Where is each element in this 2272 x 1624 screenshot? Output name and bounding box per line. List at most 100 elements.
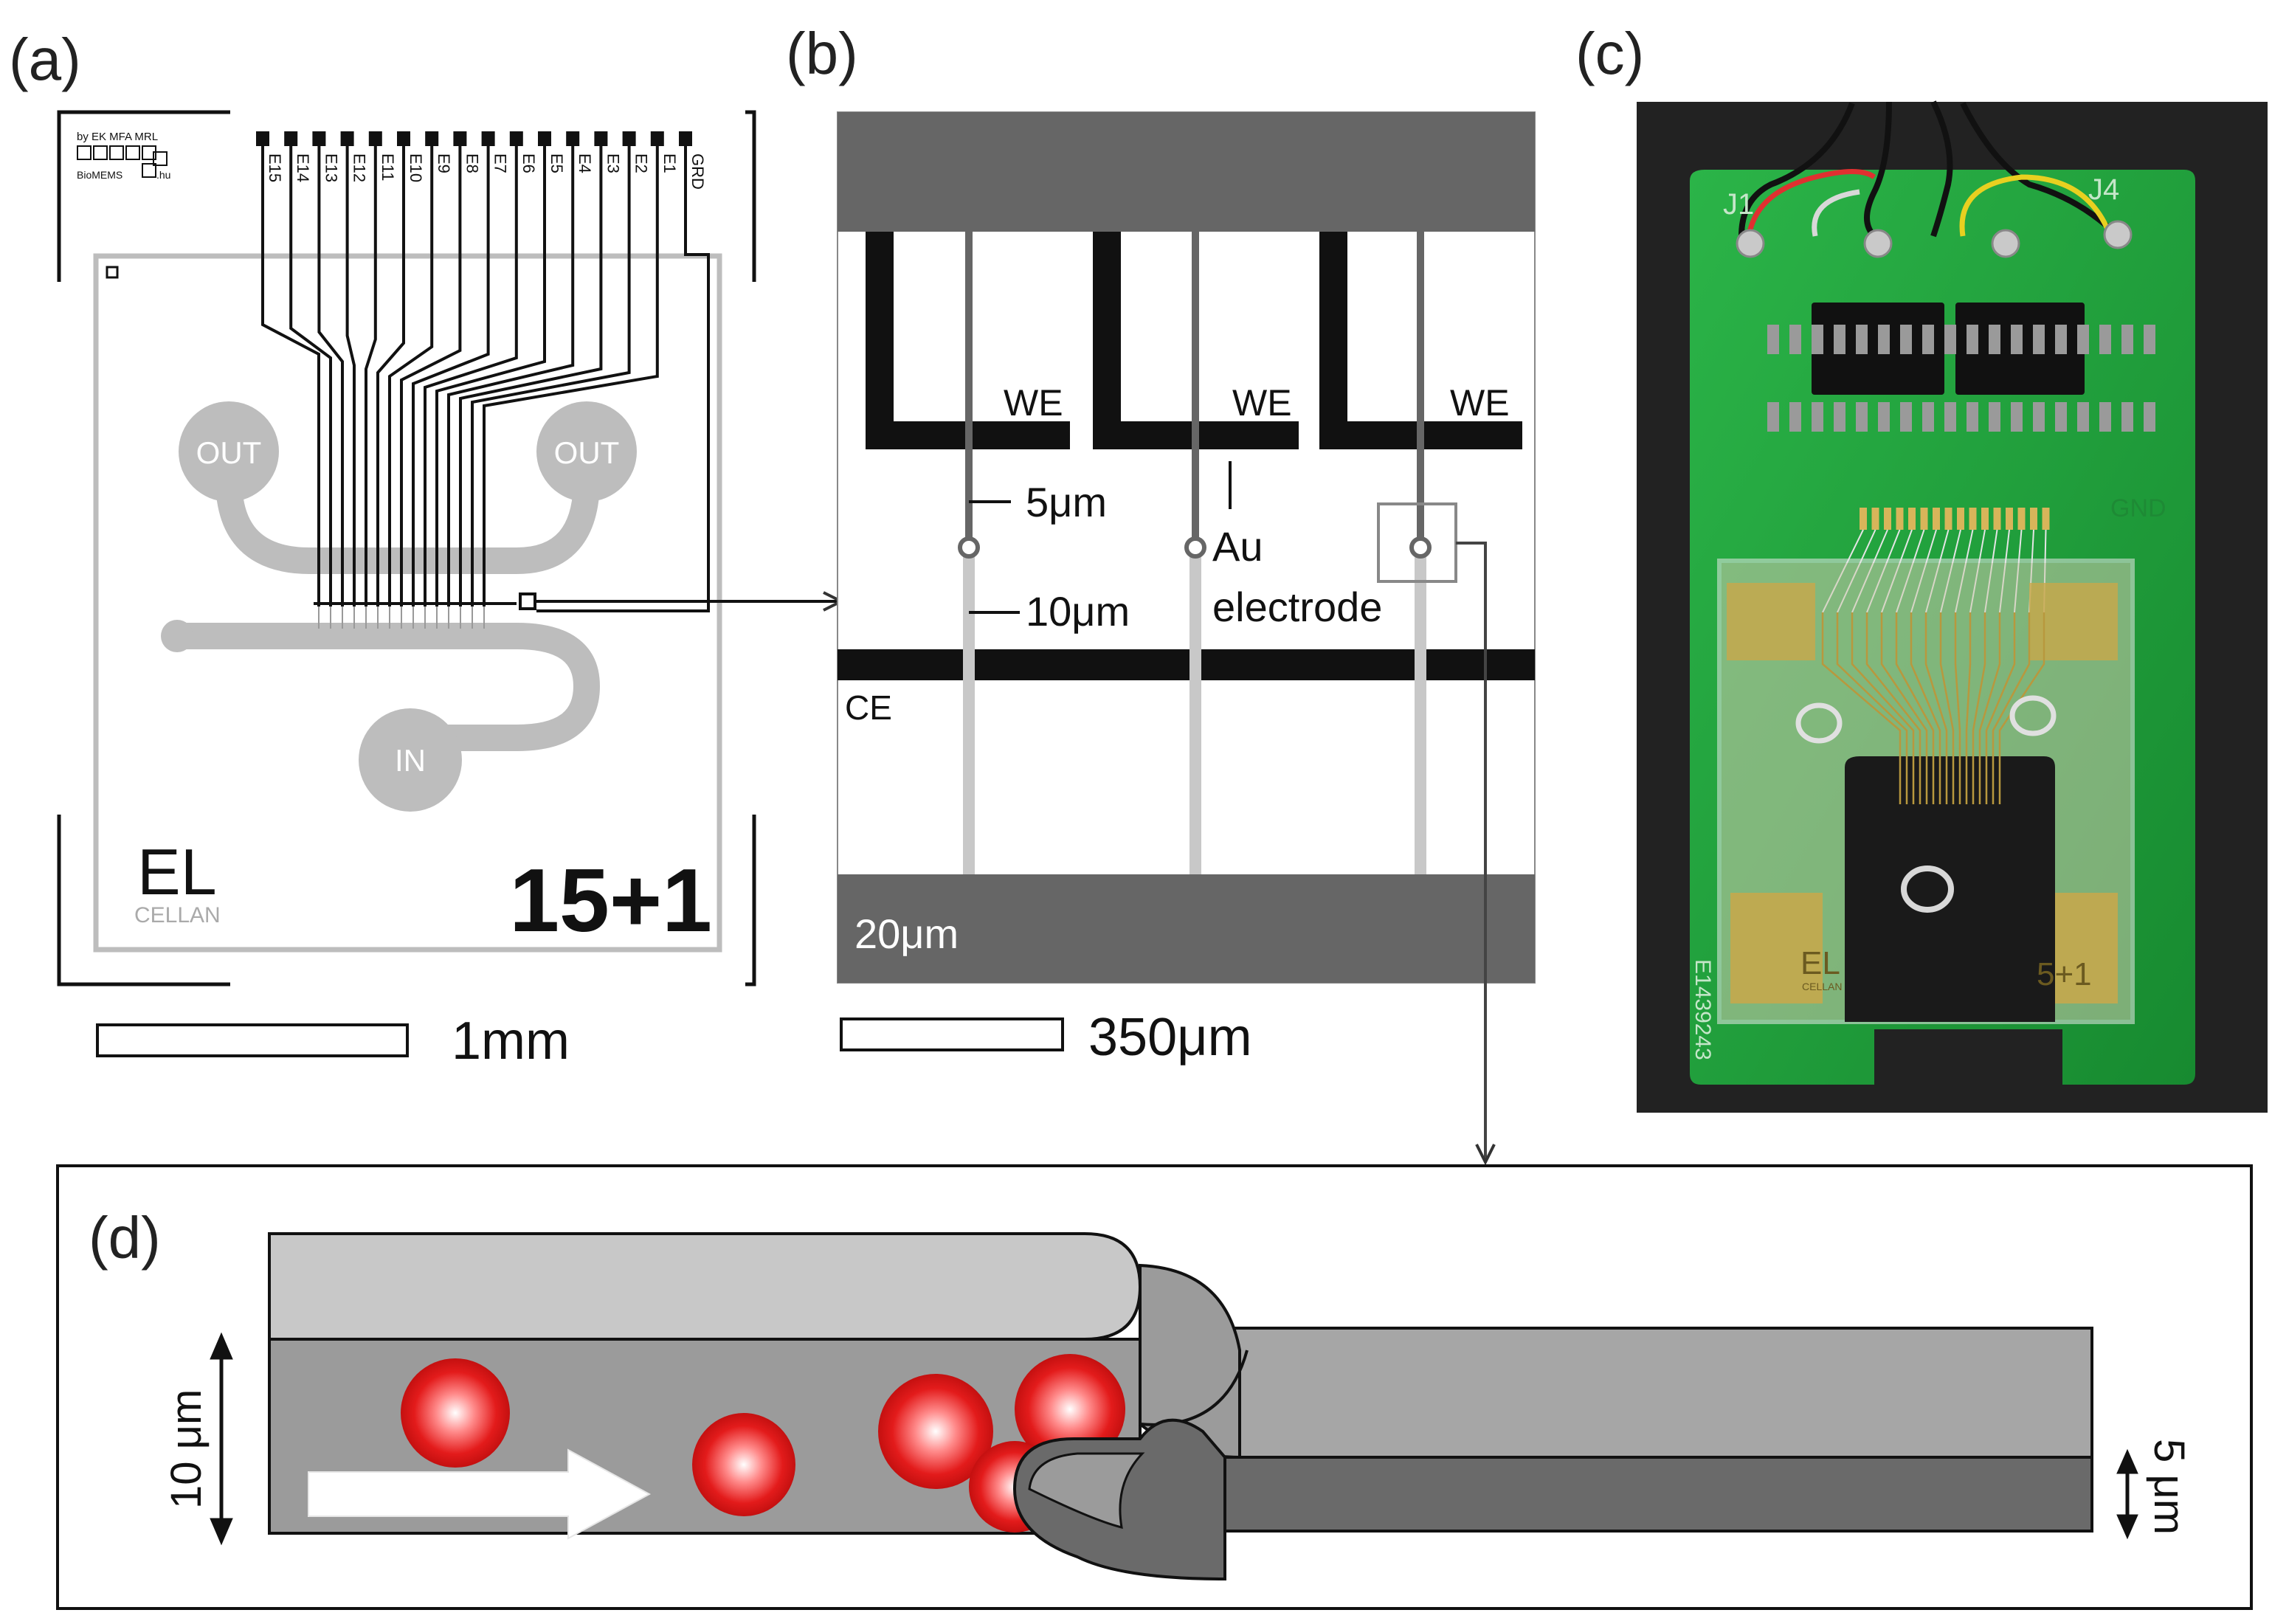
port-3: [1901, 865, 1954, 913]
electrode-trace: [400, 146, 462, 607]
port-2: [2009, 695, 2057, 736]
electrode-pad: [650, 131, 664, 146]
inlet-port: [359, 708, 462, 812]
domain-text: .hu: [156, 169, 170, 181]
wires: [1738, 100, 2120, 238]
electrode-label: E8: [463, 153, 481, 173]
electrode-pad: [481, 131, 495, 146]
header-pin: [2011, 325, 2023, 354]
header-pins: [1767, 325, 2155, 432]
electrode-label: E7: [491, 153, 510, 173]
electrode-pad: [256, 131, 269, 146]
port-1: [1795, 702, 1843, 744]
electrode-label: E9: [435, 153, 453, 173]
counter-electrode: [838, 649, 1535, 680]
header-pin: [1856, 402, 1868, 432]
electrode-trace: [471, 146, 631, 607]
author-text: by EK MFA MRL: [77, 131, 158, 143]
chip-trace: [1954, 612, 1961, 804]
header-pin: [1922, 325, 1934, 354]
gold-finger: [1957, 508, 1964, 530]
header-pin: [1767, 402, 1779, 432]
gold-finger: [1993, 508, 2001, 530]
electrode-pad: [425, 131, 439, 146]
pcb-label-j4: J4: [2088, 173, 2119, 206]
header-pin: [1878, 402, 1890, 432]
header-pin: [1878, 325, 1890, 354]
chip-trace: [1972, 612, 1986, 804]
header-pin: [1989, 402, 2000, 432]
electrode-trace: [424, 146, 518, 607]
chip-trace: [1992, 612, 2031, 804]
electrode-trace: [435, 146, 546, 607]
header-pin: [2055, 325, 2067, 354]
electrode-label: E3: [604, 153, 622, 173]
cell: [401, 1358, 510, 1468]
we-label-1: WE: [1004, 382, 1063, 424]
bottom-bar: [838, 874, 1535, 983]
chip-photo-code: 5+1: [2037, 956, 2092, 992]
header-pin: [2055, 402, 2067, 432]
chip-code: 15+1: [509, 850, 712, 950]
cell: [1015, 1354, 1125, 1465]
au-label-line2: electrode: [1212, 584, 1382, 630]
gap-label: 20μm: [854, 911, 959, 957]
panel-c-label: (c): [1575, 21, 1644, 86]
electrode-label: E15: [266, 153, 284, 182]
width-5um-label: 5μm: [1026, 479, 1107, 525]
electrode-trace: [345, 146, 356, 607]
electrode-label: E11: [379, 153, 397, 182]
gold-finger: [1969, 508, 1977, 530]
header-pin: [1789, 402, 1801, 432]
top-bar: [838, 112, 1535, 232]
header-pin: [1900, 325, 1912, 354]
ground-trace: [536, 146, 710, 612]
chip-subtitle: CELLAN: [134, 903, 221, 927]
gold-finger: [1871, 508, 1879, 530]
header-pin: [1900, 402, 1912, 432]
panel-a-label: (a): [9, 27, 81, 92]
pcb-label-gnd: GND: [2110, 494, 2166, 522]
header-pin: [2144, 325, 2155, 354]
electrode-trace: [365, 146, 377, 607]
gold-finger: [2006, 508, 2013, 530]
alignment-mark: [106, 266, 119, 279]
chip-photo-sub: CELLAN: [1802, 981, 1842, 992]
chip-photo-name: EL: [1800, 945, 1840, 981]
header-pin: [2144, 402, 2155, 432]
header-pin: [2121, 325, 2133, 354]
gold-finger: [1920, 508, 1928, 530]
chip-trace: [1851, 612, 1915, 804]
electrode-pad: [566, 131, 580, 146]
scale-bar-b-label: 350μm: [1088, 1008, 1252, 1067]
chip-trace: [1836, 612, 1908, 804]
electrode-pad: [538, 131, 551, 146]
electrode-trace: [289, 146, 332, 607]
zoom-arrow-b-to-d: [1456, 542, 1485, 1162]
pcb-label-j1: J1: [1723, 188, 1754, 221]
header-pin: [1967, 325, 1978, 354]
electrode-label: E6: [519, 153, 538, 173]
header-pin: [1922, 402, 1934, 432]
electrode-label: E2: [632, 153, 651, 173]
chip-trace: [1821, 612, 1902, 804]
gold-finger: [2017, 508, 2026, 530]
pcb-serial: E1439243: [1691, 959, 1715, 1060]
gold-finger: [1884, 508, 1891, 530]
height-right-label: 5 μm: [2145, 1439, 2193, 1535]
electrode-trace: [388, 146, 434, 607]
scale-bar-b: [840, 1017, 1064, 1051]
chip-trace: [1924, 612, 1948, 804]
microfluidic-channels: [161, 401, 637, 812]
electrode-pad: [312, 131, 326, 146]
zoom-box-a: [519, 592, 536, 610]
electrode-label: E12: [351, 153, 369, 182]
electrode-pad: [594, 131, 608, 146]
chip-trace: [1880, 612, 1928, 804]
outlet-left: [179, 401, 279, 502]
wide-channel-top: [268, 1232, 1142, 1341]
narrow-channel-top: [1223, 1327, 2093, 1459]
crop-marks: [57, 110, 756, 987]
chip-trace: [1978, 612, 2001, 804]
gold-finger: [2042, 508, 2050, 530]
